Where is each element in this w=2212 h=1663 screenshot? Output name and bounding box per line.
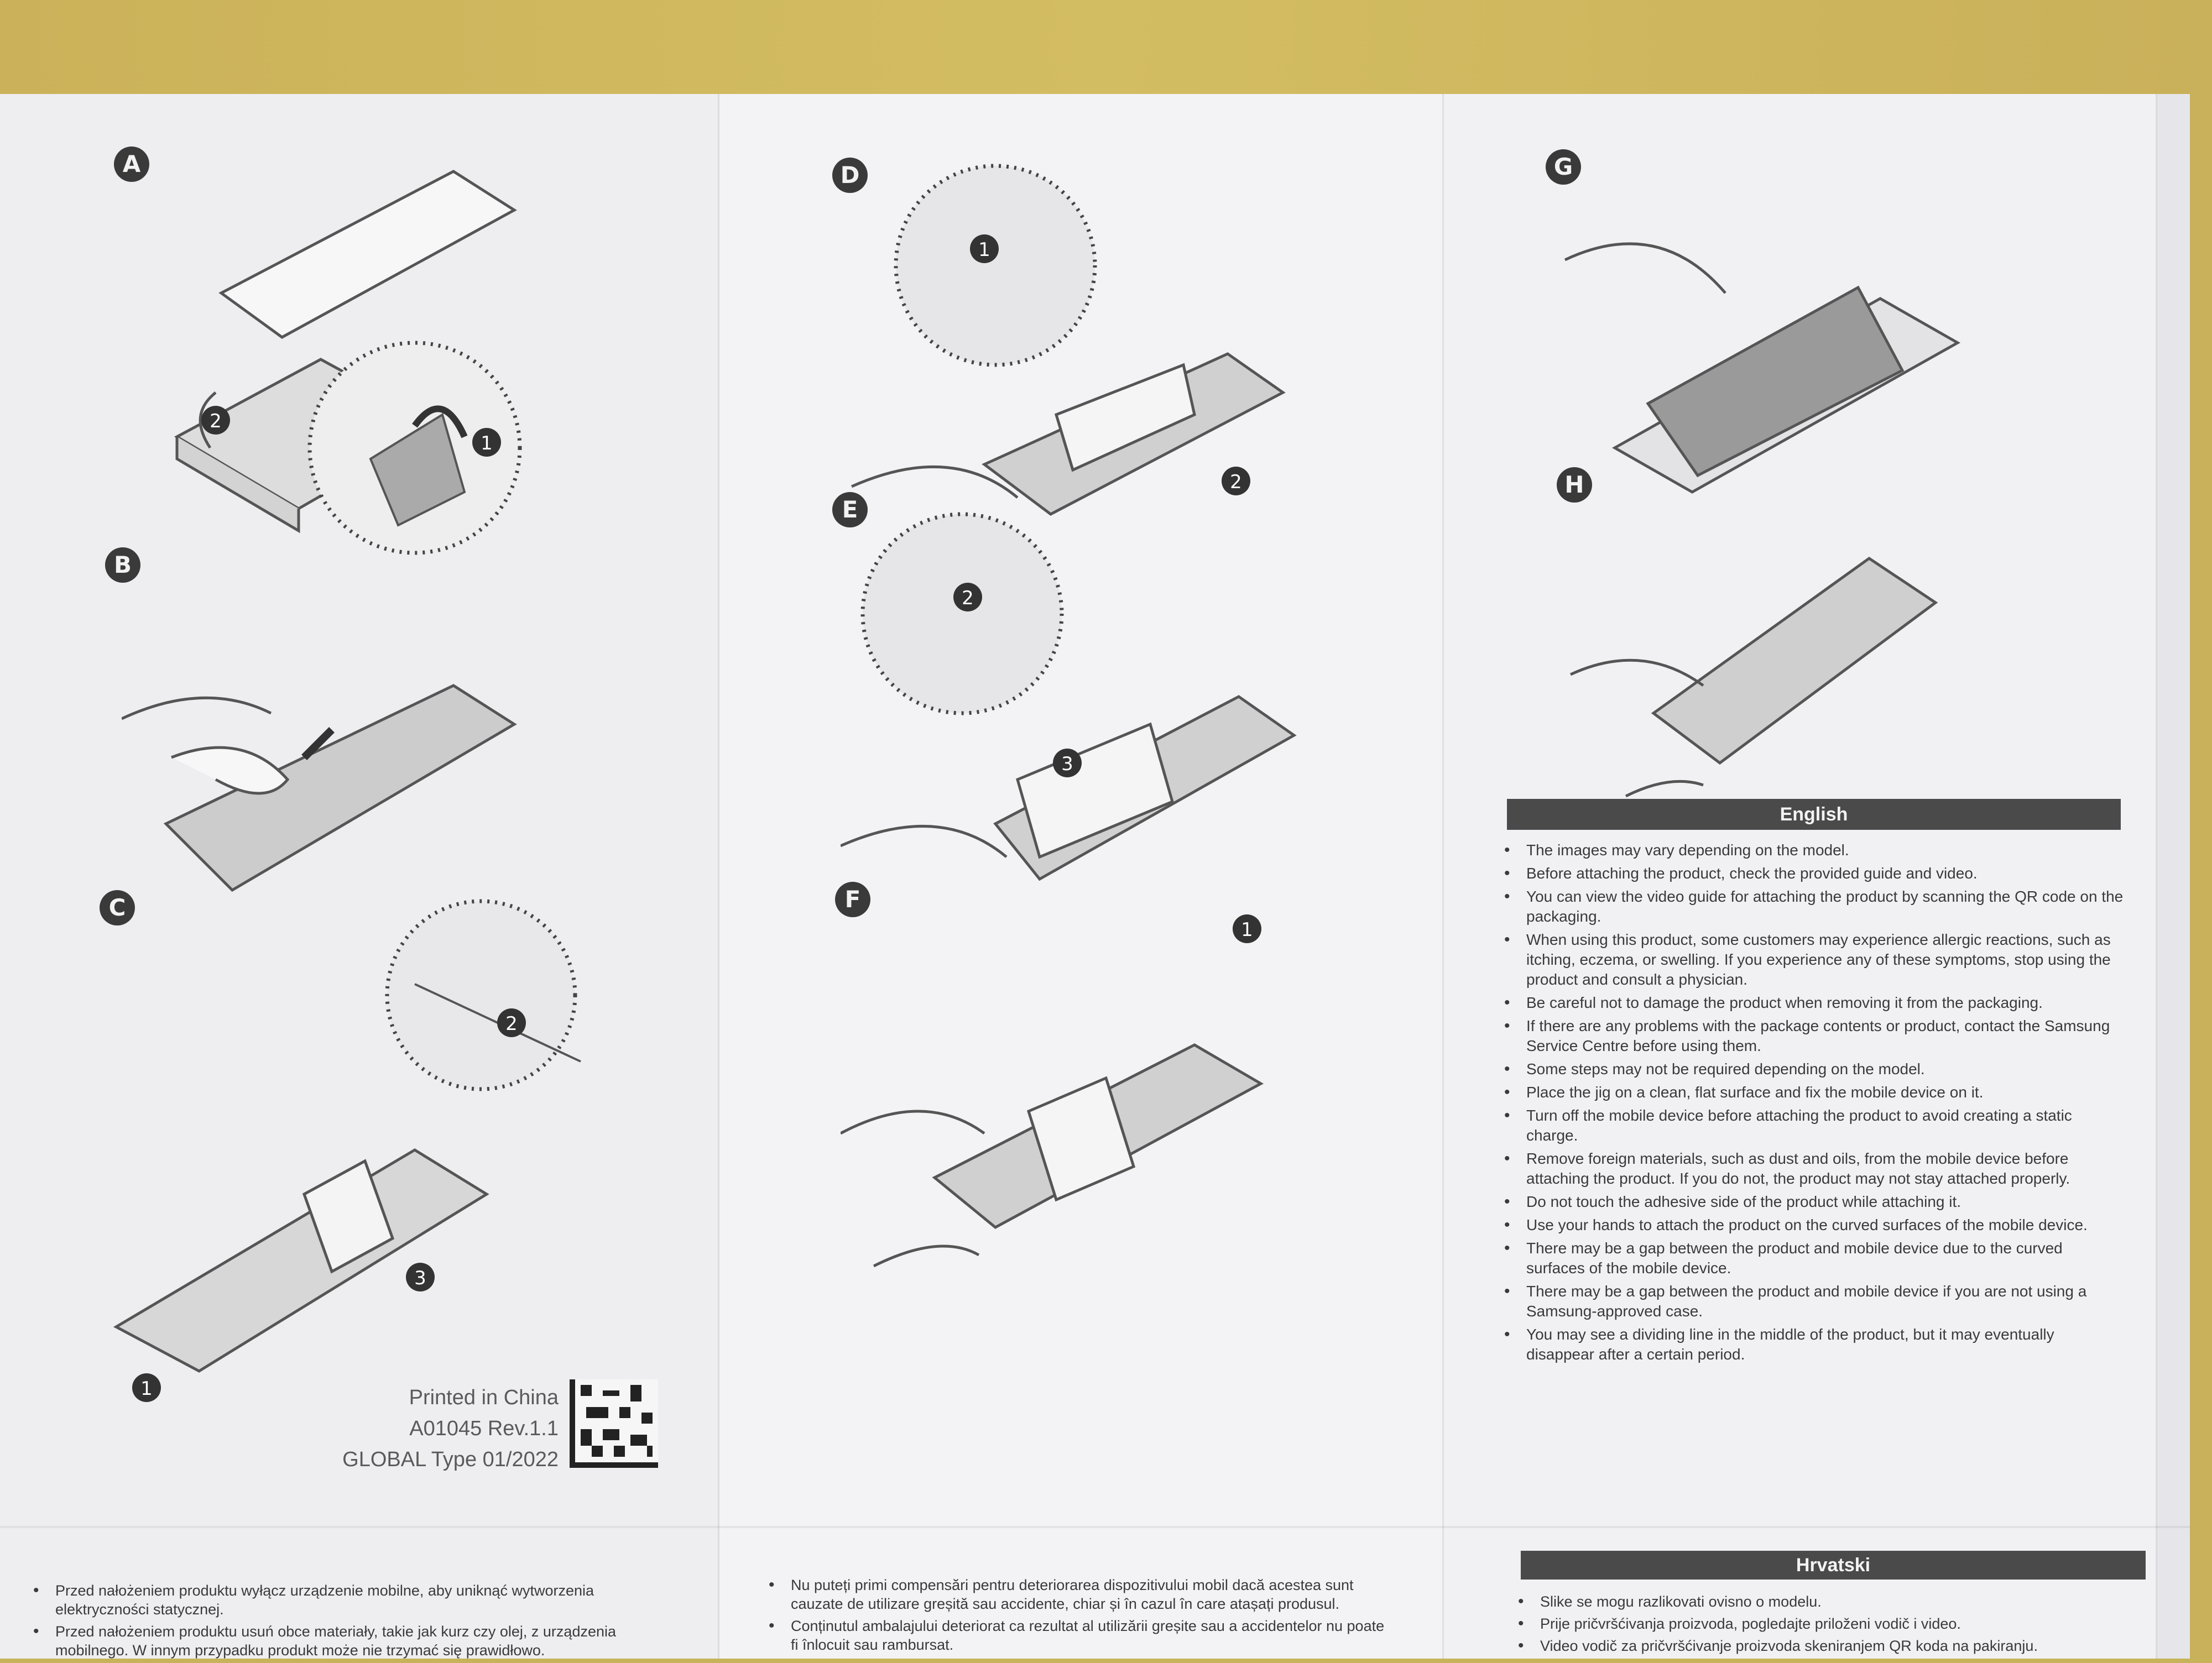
note-item: When using this product, some customers …	[1504, 930, 2124, 990]
fold-line	[0, 1526, 2190, 1528]
revision-code: A01045 Rev.1.1	[409, 1417, 559, 1440]
note-item: There may be a gap between the product a…	[1504, 1238, 2124, 1278]
note-item: Use your hands to attach the product on …	[1504, 1215, 2124, 1235]
step-g-illustration	[1564, 242, 1961, 494]
print-origin: Printed in China	[409, 1386, 559, 1409]
print-info: Printed in China A01045 Rev.1.1 GLOBAL T…	[310, 1382, 559, 1475]
romanian-notes: Nu puteți primi compensări pentru deteri…	[769, 1576, 1388, 1657]
svg-text:3: 3	[1061, 753, 1073, 775]
step-e-illustration: 2 3 1	[841, 512, 1297, 943]
svg-text:1: 1	[978, 239, 990, 261]
note-item: Prije pričvršćivanja proizvoda, pogledaj…	[1518, 1614, 2148, 1633]
english-notes: The images may vary depending on the mod…	[1504, 840, 2124, 1368]
step-b-illustration	[122, 684, 517, 892]
note-item: Before attaching the product, check the …	[1504, 864, 2124, 883]
note-item: Do not touch the adhesive side of the pr…	[1504, 1192, 2124, 1212]
step-b-label: B	[105, 547, 140, 583]
step-h-label: H	[1557, 467, 1592, 503]
step-h-illustration	[1569, 556, 1938, 798]
note-item: There may be a gap between the product a…	[1504, 1282, 2124, 1321]
step-a-illustration: 1 2	[174, 170, 522, 555]
note-item: Nu puteți primi compensări pentru deteri…	[769, 1576, 1388, 1613]
croatian-notes: Slike se mogu razlikovati ovisno o model…	[1518, 1592, 2148, 1659]
fold-line	[1442, 94, 1444, 1659]
global-type: GLOBAL Type 01/2022	[342, 1448, 559, 1471]
step-c-label: C	[100, 890, 135, 925]
fold-line	[2156, 94, 2157, 1659]
note-item: Przed nałożeniem produktu wyłącz urządze…	[33, 1581, 636, 1619]
note-item: Turn off the mobile device before attach…	[1504, 1106, 2124, 1146]
step-c-illustration: 2 3 1	[113, 899, 581, 1402]
note-item: Remove foreign materials, such as dust a…	[1504, 1149, 2124, 1189]
note-item: Place the jig on a clean, flat surface a…	[1504, 1082, 2124, 1102]
svg-text:2: 2	[505, 1013, 518, 1035]
svg-text:3: 3	[414, 1267, 426, 1289]
svg-text:1: 1	[481, 432, 493, 454]
note-item: You may see a dividing line in the middl…	[1504, 1325, 2124, 1364]
step-e-label: E	[832, 492, 868, 527]
english-heading: English	[1507, 799, 2121, 830]
note-item: Conținutul ambalajului deteriorat ca rez…	[769, 1617, 1388, 1654]
note-item: Be careful not to damage the product whe…	[1504, 993, 2124, 1013]
note-item: You can view the video guide for attachi…	[1504, 887, 2124, 927]
step-d-illustration: 1 2	[851, 164, 1286, 516]
croatian-heading: Hrvatski	[1521, 1551, 2146, 1580]
svg-text:2: 2	[1230, 471, 1242, 493]
step-g-label: G	[1546, 149, 1581, 185]
note-item: Przed nałożeniem produktu usuń obce mate…	[33, 1622, 636, 1660]
note-item: If there are any problems with the packa…	[1504, 1016, 2124, 1056]
svg-text:1: 1	[140, 1378, 153, 1400]
note-item: Slike se mogu razlikovati ovisno o model…	[1518, 1592, 2148, 1611]
polish-notes: Przed nałożeniem produktu wyłącz urządze…	[33, 1581, 636, 1663]
svg-text:2: 2	[962, 587, 974, 609]
note-item: The images may vary depending on the mod…	[1504, 840, 2124, 860]
data-matrix-code	[570, 1379, 658, 1468]
svg-text:1: 1	[1241, 919, 1253, 941]
instruction-sheet: A 1 2 B C 2 3 1	[0, 94, 2190, 1659]
svg-text:2: 2	[210, 410, 222, 432]
fold-line	[718, 94, 719, 1659]
middle-panel	[719, 94, 1443, 1659]
next-panel-edge	[2157, 94, 2190, 1659]
note-item: Video vodič za pričvršćivanje proizvoda …	[1518, 1636, 2148, 1655]
step-a-label: A	[114, 147, 149, 182]
step-d-label: D	[832, 158, 868, 193]
step-f-label: F	[835, 882, 870, 917]
note-item: Some steps may not be required depending…	[1504, 1059, 2124, 1079]
step-f-illustration	[841, 1043, 1264, 1268]
